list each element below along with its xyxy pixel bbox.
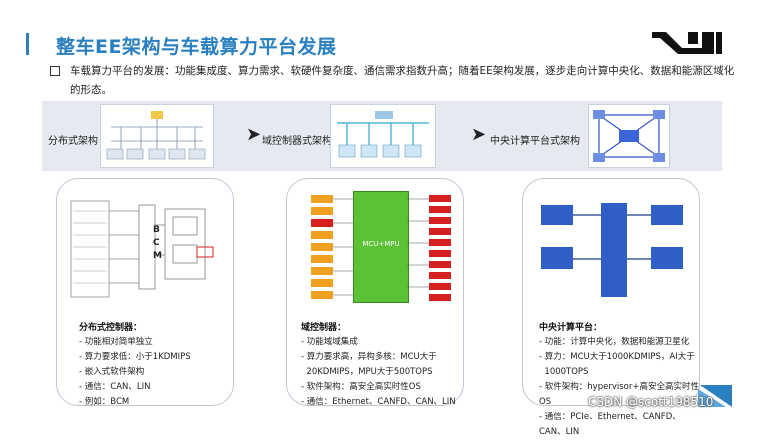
list-item: - 软件架构：hypervisor+高安全高实时性OS [539,382,699,407]
list-item: - 例如：BCM [79,397,130,407]
card-distributed-controller: B C M 分布式控制器： - 功能相对简单独立 - 算力要求低：小于1KDMI… [56,178,234,407]
bcm-letter: C [153,238,160,248]
list-item: - 功能相对简单独立 [79,337,153,347]
list-item: - 功能：计算中央化，数据和能源卫星化 [539,337,690,347]
list-item: 20KDMIPS，MPU大于500TOPS [306,367,433,377]
card-domain-controller: MCU+MPU 域控制器： - 功能域域集成 - 算力要求高，异构多核：MCU大… [286,178,464,407]
bcm-letters: B C M [153,224,162,263]
list-item: - 功能域域集成 [301,337,358,347]
domain-architecture-diagram [330,104,436,168]
list-item: - 算力要求低：小于1KDMIPS [79,352,191,362]
watermark: CSDN @scott198510 [588,395,714,409]
card-title: 中央计算平台： [539,323,603,333]
stage-label-central: 中央计算平台式架构 [490,136,580,147]
stage-label-distributed: 分布式架构 [48,136,98,147]
bcm-wiring-diagram [69,195,219,305]
intro-text: 车载算力平台的发展：功能集成度、算力需求、软硬件复杂度、通信需求指数升高；随着E… [70,65,735,96]
bcm-letter: B [153,225,160,235]
list-item: - 软件架构：高安全高实时性OS [301,382,421,392]
page-title: 整车EE架构与车载算力平台发展 [56,36,337,58]
list-item: 1000TOPS [544,367,589,377]
central-architecture-diagram [588,104,670,168]
list-item: - 嵌入式软件架构 [79,367,145,377]
chip-label: MCU+MPU [362,240,400,248]
central-computing-block-diagram [539,199,685,299]
list-item: - 算力要求高，异构多核：MCU大于 [301,352,437,362]
list-item: - 通信：PCIe、Ethernet、CANFD、CAN、LIN [539,412,681,437]
corner-decoration [698,385,732,407]
card-title: 域控制器： [301,323,347,333]
distributed-architecture-diagram [100,104,214,168]
bcm-letter: M [153,251,162,261]
list-item: - 通信：Ethernet、CANFD、CAN、LIN [301,397,456,407]
mcu-mpu-chip: MCU+MPU [353,191,409,303]
card-central-computing: 中央计算平台： - 功能：计算中央化，数据和能源卫星化 - 算力：MCU大于10… [522,178,700,437]
bullet-marker [50,66,60,76]
title-accent-bar [26,33,29,55]
card-list: - 功能域域集成 - 算力要求高，异构多核：MCU大于 20KDMIPS，MPU… [301,335,456,410]
domain-controller-block-diagram: MCU+MPU [309,191,451,307]
card-list: - 功能：计算中央化，数据和能源卫星化 - 算力：MCU大于1000KDMIPS… [539,335,699,440]
arrow-right-icon: ➤ [246,124,262,145]
list-item: - 通信：CAN、LIN [79,382,151,392]
stage-label-domain: 域控制器式架构 [262,136,332,147]
arrow-right-icon: ➤ [471,124,487,145]
card-list: - 功能相对简单独立 - 算力要求低：小于1KDMIPS - 嵌入式软件架构 -… [79,335,191,410]
list-item: - 算力：MCU大于1000KDMIPS，AI大于 [539,352,695,362]
brand-logo [652,32,722,54]
card-title: 分布式控制器： [79,323,143,333]
